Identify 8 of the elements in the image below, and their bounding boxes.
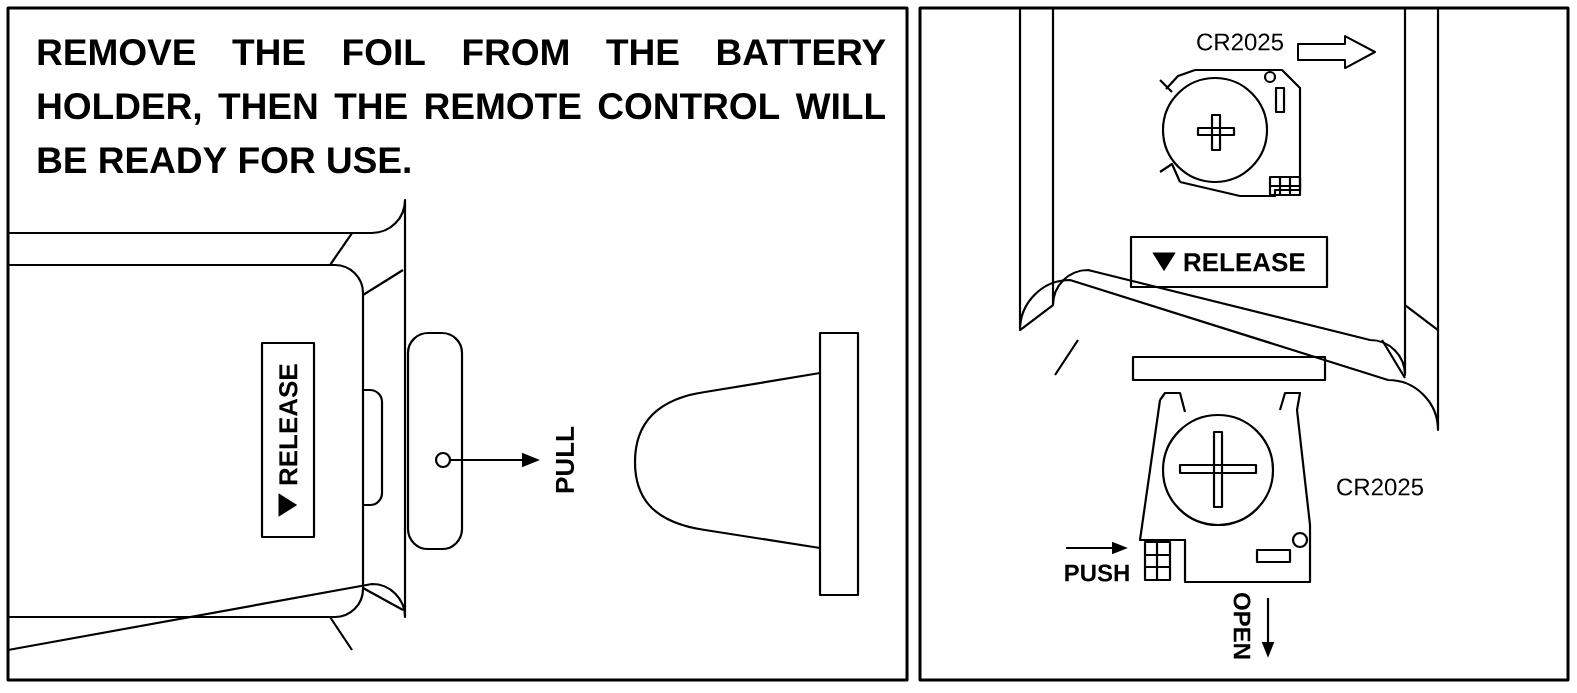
- direction-label: PUSH: [1065, 564, 1129, 582]
- direction-label: PULL: [555, 426, 575, 493]
- direction-label: OPEN: [1233, 592, 1251, 659]
- release-label: RELEASE: [1129, 235, 1329, 289]
- release-label: RELEASE: [260, 341, 316, 539]
- instruction-text: REMOVE THE FOIL FROM THE BATTERY HOLDER, THEN THE REMOTE CONTROL WILL BE READY FOR USE.: [38, 39, 886, 174]
- battery-type-label: CR2025: [1197, 33, 1283, 51]
- battery-type-label: CR2025: [1337, 478, 1423, 496]
